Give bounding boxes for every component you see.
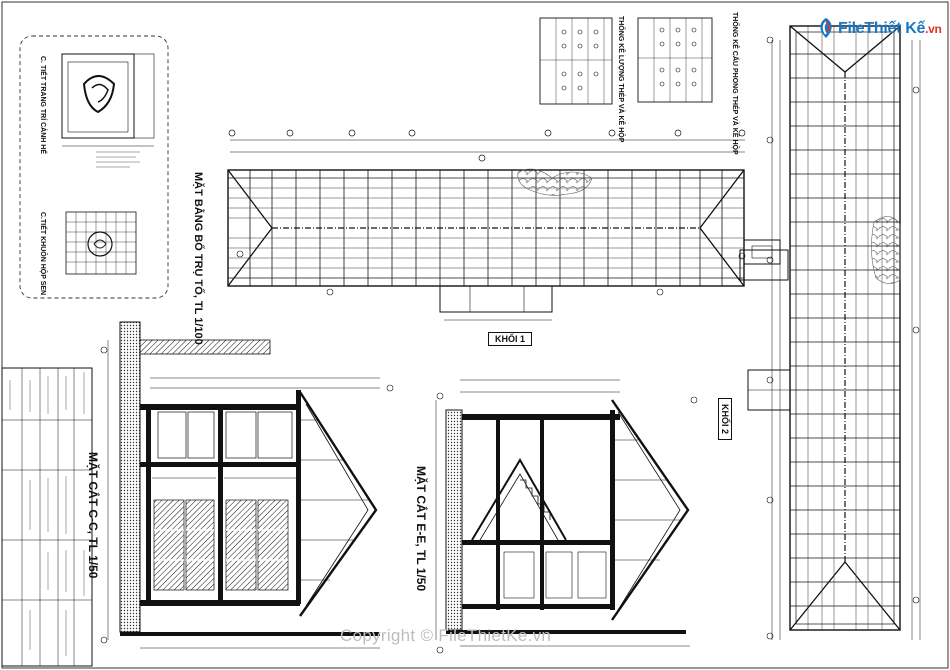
stat-tables (539, 17, 713, 105)
detail-1-title: C. TIẾT TRANG TRÍ CẢNH HẾ (39, 56, 46, 154)
detail-panel (19, 35, 169, 299)
logo-text: FileThiết Kế.vn (838, 20, 942, 37)
plan-roof-title: MẶT BẰNG BỔ TRỤ TỐ, TL 1/100 (192, 172, 204, 345)
section-cc (100, 321, 394, 649)
detail-2-title: C.TIẾT KHUÔN HỘP SEN (39, 212, 46, 296)
copyright-watermark: Copyright © FileThietKe.vn (340, 626, 552, 645)
stat-table-2-title: THỐNG KÊ CẤU PHONG THÉP VÀ KÊ HỘP (731, 12, 738, 155)
section-ee (435, 379, 698, 654)
block1-tag: KHỐI 1 (488, 332, 533, 346)
site-logo[interactable]: FileThiết Kế.vn (812, 12, 948, 42)
section-cc-title: MẶT CẮT C-C, TL 1/50 (86, 452, 100, 579)
title-block (1, 367, 93, 667)
block2-long-plan (739, 25, 921, 640)
roof-framing-plan (227, 129, 781, 321)
stat-table-1-title: THỐNG KÊ LƯỢNG THÉP VÀ KÊ HỘP (617, 16, 624, 143)
logo-mark-icon (820, 18, 832, 38)
block2-tag: KHỐI 2 (718, 398, 732, 441)
section-ee-title: MẶT CẮT E-E, TL 1/50 (414, 466, 428, 592)
